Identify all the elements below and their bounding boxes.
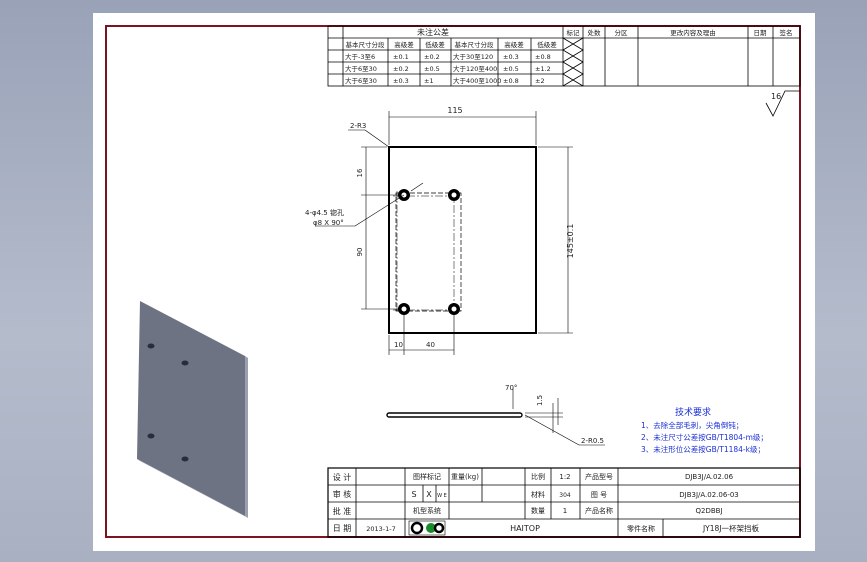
dim-hole-left: 10 <box>394 341 403 349</box>
date-value: 2013-1-7 <box>366 525 396 533</box>
side-view: 70° 1.5 2-R0.5 <box>386 384 605 446</box>
label-approve: 批 准 <box>333 506 352 516</box>
label-drawing-no: 图 号 <box>591 491 607 499</box>
row2-c6: ±1.2 <box>535 65 551 73</box>
history-header-count: 处数 <box>588 28 602 37</box>
mark-small: W E <box>437 493 447 499</box>
col-header-5: 高级差 <box>504 40 524 49</box>
label-design: 设 计 <box>333 472 352 482</box>
row3-c5: ±0.8 <box>503 77 519 85</box>
history-header-sign: 签名 <box>780 28 793 37</box>
label-product-code: 产品型号 <box>585 472 613 481</box>
material-value: 304 <box>559 492 571 499</box>
hole-callout-1: 4-φ4.5 锪孔 <box>305 208 344 217</box>
label-ratio: 比例 <box>531 472 545 481</box>
label-material: 材料 <box>531 490 545 499</box>
dim-bend-radius: 2-R0.5 <box>581 437 604 445</box>
label-review: 审 核 <box>333 489 352 499</box>
label-part-name: 零件名称 <box>627 524 655 533</box>
mark-x: X <box>426 490 432 499</box>
row2-c4: 大于120至400 <box>453 64 497 73</box>
row1-c4: 大于30至120 <box>453 52 493 61</box>
history-header-change: 更改内容及理由 <box>670 28 716 37</box>
surface-roughness-symbol: 16 <box>765 90 800 117</box>
company-name: HAITOP <box>510 524 540 533</box>
label-date: 日 期 <box>333 524 352 533</box>
part-name-value: JY18J一杯架挡板 <box>702 523 760 533</box>
dim-hole-pitch-v: 90 <box>356 248 364 257</box>
ratio-value: 1:2 <box>559 473 570 481</box>
history-header-mark: 标记 <box>567 28 581 37</box>
row1-c2: ±0.1 <box>393 53 409 61</box>
tech-req-title: 技术要求 <box>675 406 711 418</box>
dim-hole-top: 16 <box>356 168 364 177</box>
history-header-date: 日期 <box>754 29 768 37</box>
engineering-drawing: 未注公差 基本尺寸分段 高级差 低级差 基本尺寸分段 高级差 低级差 大于-3至… <box>105 25 801 538</box>
col-header-6: 低级差 <box>537 40 557 49</box>
row1-c3: ±0.2 <box>424 53 440 61</box>
label-quantity: 数量 <box>531 506 545 515</box>
drawing-no-value: DJB3J/A.02.06-03 <box>679 491 739 499</box>
tech-req-3: 3、未注形位公差按GB/T1184-k级； <box>641 444 765 454</box>
row2-c3: ±0.5 <box>424 65 440 73</box>
quantity-value: 1 <box>563 507 567 515</box>
dim-corner-radius: 2-R3 <box>350 122 366 130</box>
dim-width: 115 <box>447 106 462 115</box>
revision-table-title: 未注公差 <box>417 27 449 37</box>
row3-c6: ±2 <box>535 77 545 85</box>
mounting-holes <box>398 189 460 315</box>
row1-c6: ±0.8 <box>535 53 551 61</box>
col-header-4: 基本尺寸分段 <box>455 40 495 49</box>
dim-thickness: 1.5 <box>536 395 544 406</box>
drawing-border <box>105 25 801 538</box>
company-logo <box>408 520 446 536</box>
tech-req-1: 1、去除全部毛刺，尖角倒钝； <box>641 420 743 430</box>
row3-c2: ±0.3 <box>393 77 409 85</box>
dim-hole-pitch-h: 40 <box>426 341 435 349</box>
mark-s: S <box>411 490 416 499</box>
row2-c2: ±0.2 <box>393 65 409 73</box>
hole-callout-2: φ8 X 90° <box>313 219 344 227</box>
row3-c3: ±1 <box>424 77 434 85</box>
row2-c5: ±0.5 <box>503 65 519 73</box>
product-name-value: Q2DBBJ <box>695 507 722 515</box>
row1-c5: ±0.3 <box>503 53 519 61</box>
history-header-zone: 分区 <box>615 28 629 37</box>
dim-angle: 70° <box>505 384 517 392</box>
label-product-series: 机型系统 <box>413 506 441 515</box>
col-header-2: 高级差 <box>394 40 414 49</box>
col-header-1: 基本尺寸分段 <box>346 40 386 49</box>
row3-c4: 大于400至1000 <box>453 76 501 85</box>
front-view: 115 145±0.1 16 90 10 40 2-R3 4-φ4.5 锪孔 φ… <box>305 106 575 355</box>
drawing-sheet: 未注公差 基本尺寸分段 高级差 低级差 基本尺寸分段 高级差 低级差 大于-3至… <box>93 13 815 551</box>
label-product-name: 产品名称 <box>585 506 613 515</box>
svg-text:16: 16 <box>771 92 781 101</box>
label-weight: 重量(kg) <box>451 473 479 481</box>
tech-req-2: 2、未注尺寸公差按GB/T1804-m级； <box>641 432 768 442</box>
label-drawing-status: 图样标记 <box>413 472 441 481</box>
row3-c1: 大于6至30 <box>345 76 377 85</box>
tech-requirements: 技术要求 1、去除全部毛刺，尖角倒钝； 2、未注尺寸公差按GB/T1804-m级… <box>641 406 768 454</box>
hidden-line-rect <box>395 192 462 312</box>
row1-c1: 大于-3至6 <box>345 52 375 61</box>
row2-c1: 大于6至30 <box>345 64 377 73</box>
dim-height: 145±0.1 <box>566 224 575 259</box>
product-code-value: DJB3J/A.02.06 <box>685 473 734 481</box>
title-block <box>327 467 801 538</box>
plate-outline <box>388 146 537 334</box>
col-header-3: 低级差 <box>425 40 445 49</box>
revision-table <box>327 25 801 87</box>
